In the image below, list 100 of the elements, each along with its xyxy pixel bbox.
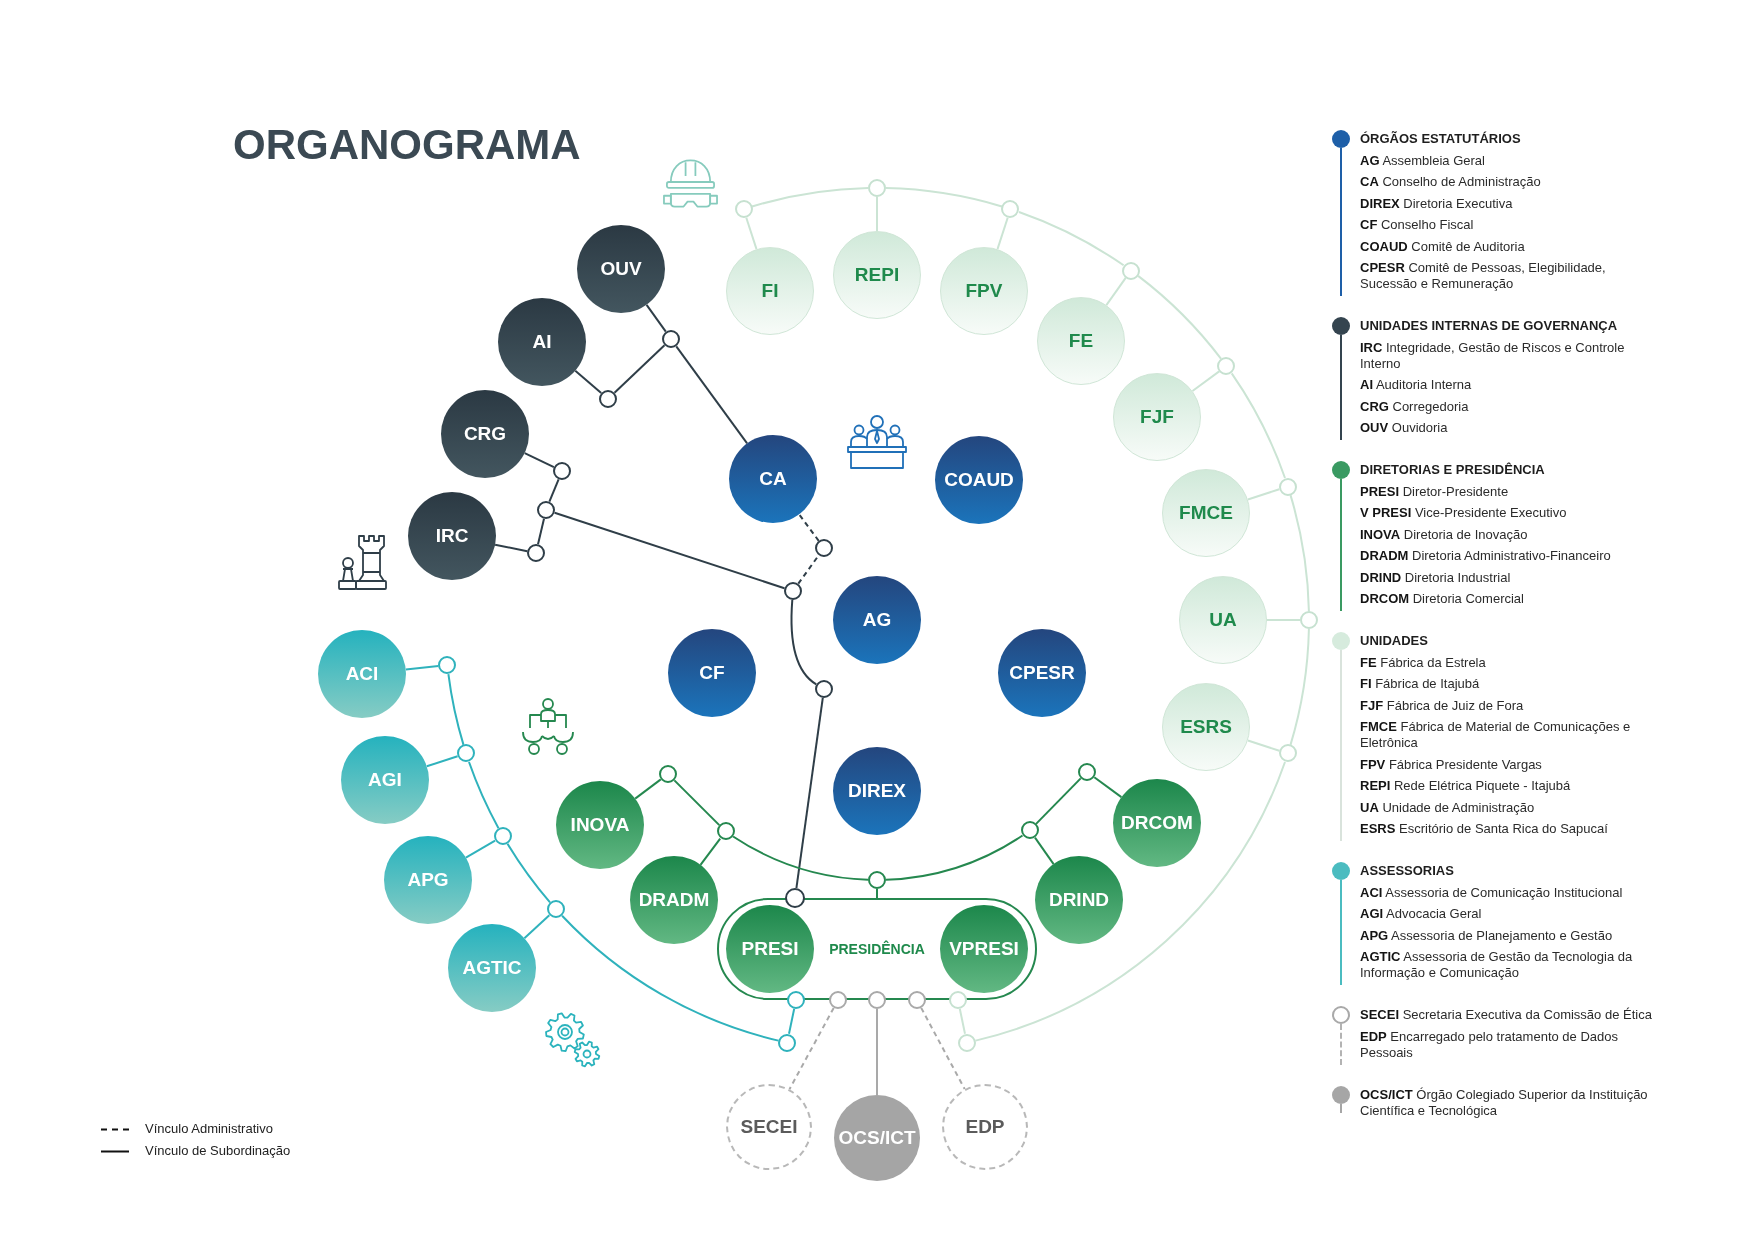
- unit-circle: CF: [668, 629, 756, 717]
- connector-line: [537, 517, 545, 546]
- connector-line: [553, 511, 786, 590]
- unit-circle: PRESI: [726, 905, 814, 993]
- legend-item: INOVA Diretoria de Inovação: [1360, 526, 1528, 543]
- unit-circle: OCS/ICT: [834, 1095, 920, 1181]
- connector-line: [1246, 488, 1281, 501]
- connector-line: [745, 216, 758, 251]
- unit-circle: AI: [498, 298, 586, 386]
- junction-dot: [1121, 261, 1140, 280]
- connector-line: [1137, 274, 1223, 360]
- legend-item: FMCE Fábrica de Material de Comunicações e Eletrônica: [1360, 719, 1632, 751]
- unit-circle: CPESR: [998, 629, 1086, 717]
- connector-line: [876, 196, 878, 232]
- connector-line: [1230, 372, 1286, 479]
- legend-item: FJF Fábrica de Juiz de Fora: [1360, 697, 1524, 714]
- connector-line: [425, 755, 459, 768]
- junction-dot: [778, 1033, 797, 1052]
- unit-circle: FI: [726, 247, 814, 335]
- legend-item: AGI Advocacia Geral: [1360, 906, 1482, 922]
- legend-item: ESRS Escritório de Santa Rica do Sapucaí: [1360, 821, 1608, 837]
- legend-heading: UNIDADES: [1360, 633, 1428, 649]
- connector-line: [732, 835, 869, 881]
- junction-dot: [553, 462, 571, 480]
- legend-heading: DIRETORIAS E PRESIDÊNCIA: [1360, 462, 1545, 478]
- junction-dot: [908, 991, 926, 1009]
- dashed-connector: [797, 554, 820, 585]
- connector-line: [958, 1007, 966, 1035]
- connector-line: [885, 834, 1024, 881]
- unit-circle: FMCE: [1162, 469, 1250, 557]
- unit-circle: IRC: [408, 492, 496, 580]
- dashed-unit-circle: EDP: [942, 1084, 1028, 1170]
- legend-item: OCS/ICT Órgão Colegiado Superior da Instituição Científica e Tecnológica: [1360, 1086, 1649, 1119]
- legend-item: REPI Rede Elétrica Piquete - Itajubá: [1360, 778, 1571, 794]
- legend-item: AGTIC Assessoria de Gestão da Tecnologia da Informação e Comunicação: [1360, 949, 1634, 981]
- connector-line: [464, 839, 497, 859]
- connector-line: [574, 369, 603, 395]
- junction-dot: [1001, 200, 1020, 219]
- legend-item: CPESR Comitê de Pessoas, Elegibilidade, Sucessão e Remuneração: [1360, 260, 1607, 292]
- connector-line: [468, 761, 500, 830]
- junction-dot: [527, 544, 545, 562]
- legend-item: SECEI Secretaria Executiva da Comissão de Ética: [1360, 1007, 1652, 1023]
- connector-line: [699, 837, 722, 866]
- connector-line: [645, 303, 667, 333]
- connector-line: [876, 1008, 878, 1096]
- legend-heading: ASSESSORIAS: [1360, 863, 1454, 879]
- unit-circle: UA: [1179, 576, 1267, 664]
- legend-item: IRC Integridade, Gestão de Riscos e Controle Interno: [1360, 339, 1626, 372]
- unit-circle: REPI: [833, 231, 921, 319]
- legend-item: FE Fábrica da Estrela: [1360, 654, 1486, 671]
- connector-line: [1093, 776, 1123, 799]
- connector-line: [523, 914, 551, 940]
- junction-dot: [829, 991, 847, 1009]
- connector-line: [751, 187, 869, 208]
- legend-item: CF Conselho Fiscal: [1360, 217, 1474, 233]
- dashed-unit-circle: SECEI: [726, 1084, 812, 1170]
- legend-text: Vínculo Administrativo: [145, 1121, 273, 1137]
- junction-dot: [493, 827, 512, 845]
- page-title: ORGANOGRAMA: [233, 124, 581, 166]
- unit-circle: FE: [1037, 297, 1125, 385]
- connector-line: [447, 673, 465, 746]
- connector-line: [675, 345, 749, 445]
- legend-item: EDP Encarregado pelo tratamento de Dados Pessoais: [1360, 1028, 1619, 1061]
- junction-dot: [1300, 611, 1318, 629]
- junction-dot: [815, 539, 833, 557]
- junction-dot: [1020, 821, 1039, 840]
- connector-line: [634, 778, 662, 800]
- junction-dot: [659, 765, 677, 783]
- legend-heading: UNIDADES INTERNAS DE GOVERNANÇA: [1360, 318, 1618, 334]
- unit-circle: CRG: [441, 390, 529, 478]
- junction-dot: [785, 888, 805, 908]
- legend-heading: ÓRGÃOS ESTATUTÁRIOS: [1360, 131, 1521, 147]
- unit-circle: DRIND: [1035, 856, 1123, 944]
- connector-line: [1191, 370, 1221, 392]
- junction-dot: [868, 871, 886, 889]
- legend-item: DRIND Diretoria Industrial: [1360, 569, 1511, 586]
- connector-line: [673, 779, 721, 827]
- junction-dot: [868, 991, 886, 1009]
- junction-dot: [1278, 477, 1297, 496]
- legend-item: AI Auditoria Interna: [1360, 377, 1472, 393]
- junction-dot: [537, 501, 555, 519]
- legend-item: OUV Ouvidoria: [1360, 420, 1448, 436]
- legend-item: COAUD Comitê de Auditoria: [1360, 238, 1525, 255]
- connector-line: [613, 344, 666, 394]
- connector-line: [548, 478, 560, 503]
- unit-circle: INOVA: [556, 781, 644, 869]
- unit-circle: OUV: [577, 225, 665, 313]
- rounded-frame: [717, 898, 1037, 1000]
- unit-circle: VPRESI: [940, 905, 1028, 993]
- dashed-connector: [788, 1006, 835, 1091]
- unit-circle: DRCOM: [1113, 779, 1201, 867]
- unit-circle: AGI: [341, 736, 429, 824]
- connector-line: [1289, 494, 1310, 612]
- legend-item: CA Conselho de Administração: [1360, 174, 1541, 190]
- legend-item: FPV Fábrica Presidente Vargas: [1360, 756, 1542, 773]
- connector-line: [790, 599, 818, 686]
- unit-circle: DRADM: [630, 856, 718, 944]
- junction-dot: [438, 656, 457, 675]
- legend-text: Vínculo de Subordinação: [145, 1143, 291, 1159]
- unit-circle: DIREX: [833, 747, 921, 835]
